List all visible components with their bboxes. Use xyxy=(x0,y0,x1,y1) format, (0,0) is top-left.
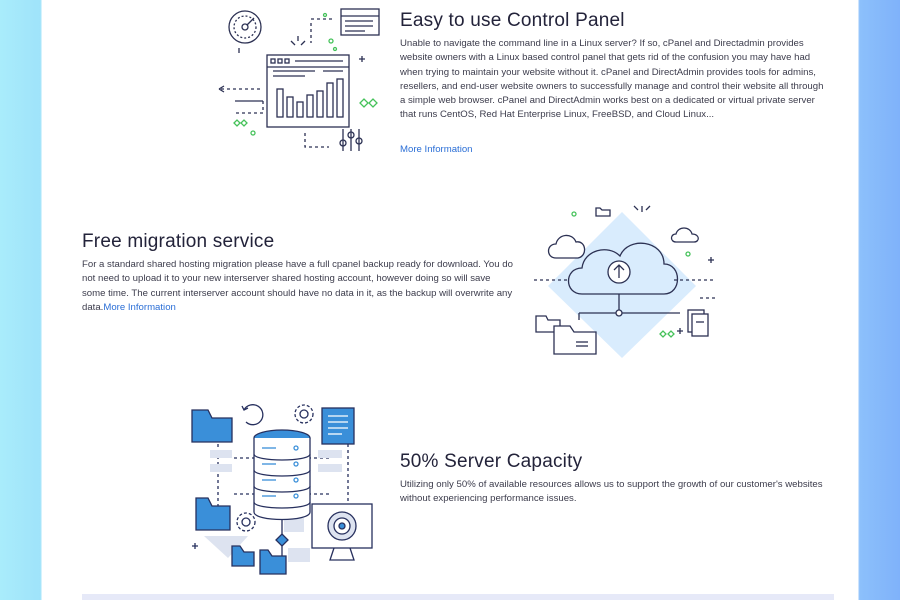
section-title-server-capacity: 50% Server Capacity xyxy=(400,451,583,472)
control-panel-illustration xyxy=(205,5,390,157)
section-text-migration: For a standard shared hosting migration … xyxy=(82,258,514,315)
more-information-link-migration[interactable]: More Information xyxy=(103,301,176,313)
section-text-server-capacity: Utilizing only 50% of available resource… xyxy=(400,478,830,507)
database-server-illustration xyxy=(188,398,378,578)
section-title-control-panel: Easy to use Control Panel xyxy=(400,10,625,31)
footer-edge xyxy=(82,594,834,600)
section-body-server-capacity: Utilizing only 50% of available resource… xyxy=(400,479,823,505)
section-title-migration: Free migration service xyxy=(82,231,275,252)
section-text-control-panel: Unable to navigate the command line in a… xyxy=(400,37,830,123)
section-body-migration: For a standard shared hosting migration … xyxy=(82,259,513,313)
cloud-upload-illustration xyxy=(530,198,730,360)
section-body-control-panel: Unable to navigate the command line in a… xyxy=(400,38,824,121)
page-content xyxy=(42,0,858,600)
more-information-link-control-panel[interactable]: More Information xyxy=(400,144,473,155)
